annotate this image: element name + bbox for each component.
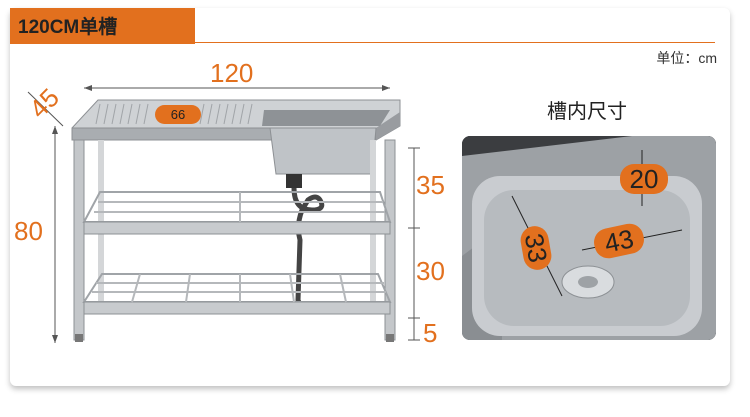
length-label: 120 [210, 58, 254, 88]
foot-right [386, 334, 394, 342]
inner-size-title: 槽内尺寸 [547, 101, 627, 123]
basin-photo: 20 33 43 [462, 136, 716, 340]
basin-photo-drawing [462, 136, 716, 340]
upper-gap-label: 35 [416, 170, 445, 200]
inner-depth-badge: 20 [620, 164, 668, 194]
basin-body [269, 127, 377, 175]
middle-shelf [82, 191, 392, 223]
basin-width-badge: 66 [155, 105, 201, 124]
page-title: 120CM单槽 [18, 17, 118, 38]
title-divider [195, 42, 715, 43]
foot-left [75, 334, 83, 342]
drainboard-grooves [95, 103, 253, 125]
drain-pipe [286, 174, 302, 188]
title-bar [10, 8, 195, 44]
shelf-gap-label: 30 [416, 256, 445, 286]
foot-height-label: 5 [423, 318, 438, 348]
basin-opening [262, 110, 390, 126]
unit-label: 单位：cm [656, 50, 717, 66]
front-left-leg [73, 139, 85, 341]
height-label: 80 [14, 216, 43, 246]
width-dimension-line [27, 91, 64, 127]
basin-floor [484, 190, 690, 326]
